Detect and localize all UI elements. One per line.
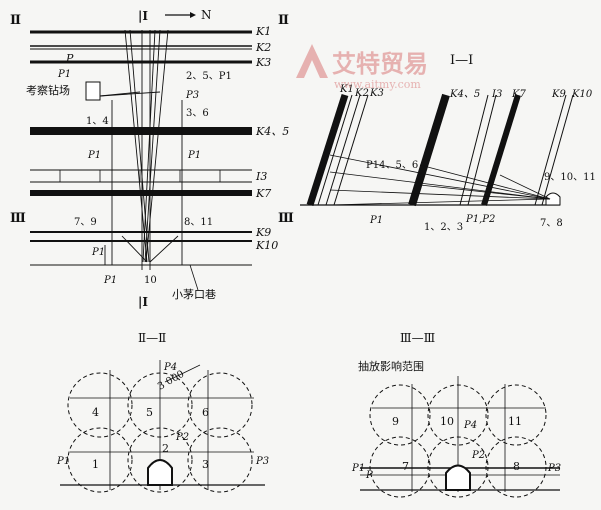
plan-boreholes (99, 29, 183, 270)
plan-label-7-9: 7、9 (74, 217, 97, 228)
section-iii-circle-10: 10 (440, 415, 454, 428)
section-i-label-p1-456: P14、5、6 (366, 160, 418, 171)
section-i: I—I K1 K2 K3 K4、5 I3 K7 (300, 53, 596, 233)
plan-label-2-5-p1: 2、5、P1 (186, 71, 232, 82)
section-ii-circles (67, 372, 253, 493)
section-i-label-p1: P1 (369, 215, 383, 226)
seam-k45-band (30, 127, 252, 135)
section-i-label-p1p2: P1,P2 (465, 214, 495, 225)
section-ii-circle-5: 5 (146, 406, 153, 419)
alley-label: 小茅口巷 (172, 288, 216, 301)
seam-k7-band (30, 190, 252, 196)
plan-seam-label-k45: K4、5 (255, 125, 289, 138)
section-i-tunnel (545, 192, 561, 206)
section-ii-circle-3: 3 (202, 458, 209, 471)
plan-label-p-top: P (65, 52, 74, 65)
section-iii-range-label: 抽放影响范围 (358, 359, 424, 373)
north-arrow-head (190, 12, 196, 18)
section-i-seam-label-k2: K2 (354, 88, 369, 99)
watermark-brand: 艾特贸易 (332, 50, 428, 78)
section-iii-p: P (365, 470, 373, 481)
plan-seam-label-k9: K9 (255, 226, 271, 239)
section-ii-circle-6: 6 (202, 406, 209, 419)
plan-label-3-6: 3、6 (186, 108, 209, 119)
plan-label-p1-right-mid: P1 (187, 150, 201, 161)
section-ii-p1: P1 (56, 456, 70, 467)
section-i-label-9-10-11: 9、10、11 (544, 172, 596, 183)
section-iii-circle-7: 7 (402, 460, 409, 473)
watermark: 艾特贸易 www.aitmy.com (296, 44, 428, 91)
plan-label-p1-left-mid: P1 (87, 150, 101, 161)
section-iii-circle-8: 8 (513, 460, 520, 473)
plan-seam-label-k2: K2 (255, 41, 271, 54)
section-i-label-7-8: 7、8 (540, 218, 563, 229)
section-iii-circle-11: 11 (508, 415, 522, 428)
section-i-seam-label-k9: K9 (551, 89, 566, 100)
section-iii-p2: P2 (471, 450, 485, 461)
section-ii-circle-1: 1 (92, 458, 99, 471)
plan-label-p1-bottom: P1 (103, 275, 117, 286)
section-ii-p4: P4 (163, 362, 177, 373)
plan-seam-label-k3: K3 (255, 56, 271, 69)
section-ii-tunnel (147, 459, 173, 486)
plan-section-mark-bottom-center: |Ⅰ (138, 295, 148, 309)
plan-section-mark-top-center: |Ⅰ (138, 9, 148, 23)
plan-seam-label-i3: I3 (255, 170, 267, 183)
drill-station (85, 81, 101, 101)
section-i-seam-label-k3: K3 (369, 88, 384, 99)
plan-view: Ⅱ Ⅱ |Ⅰ N K1 K2 K3 K4、5 I3 K7 K9 K10 (10, 8, 294, 309)
seam-i3-ticks (59, 170, 221, 182)
plan-label-p1-top: P1 (57, 69, 71, 80)
plan-seam-label-k10: K10 (255, 239, 278, 252)
plan-section-mark-top-left: Ⅱ (10, 13, 21, 28)
section-ii-p2: P2 (175, 432, 189, 443)
section-iii: Ⅲ—Ⅲ 抽放影响范围 P4 P2 P1 P P3 9 10 11 7 8 (351, 331, 561, 498)
plan-label-8-11: 8、11 (184, 217, 213, 228)
plan-seam-label-k1: K1 (255, 25, 271, 38)
north-label: N (201, 8, 212, 22)
plan-seam-label-k7: K7 (255, 187, 271, 200)
section-iii-tunnel (445, 464, 471, 491)
section-i-seam-label-k1: K1 (339, 84, 354, 95)
section-i-seams (306, 93, 574, 207)
section-i-label-123: 1、2、3 (424, 222, 463, 233)
section-i-title: I—I (450, 53, 473, 68)
station-label: 考察钻场 (26, 83, 70, 97)
section-i-boreholes (329, 154, 551, 206)
section-iii-p1: P1 (351, 463, 365, 474)
plan-label-10: 10 (144, 275, 157, 286)
plan-label-p1-low: P1 (91, 247, 105, 258)
section-iii-title: Ⅲ—Ⅲ (400, 331, 435, 345)
plan-section-mark-mid-right: Ⅲ (278, 211, 294, 226)
plan-label-p3: P3 (185, 90, 199, 101)
plan-section-mark-top-right: Ⅱ (278, 13, 289, 28)
section-ii-circle-2: 2 (162, 442, 169, 455)
section-ii-title: Ⅱ—Ⅱ (138, 331, 166, 345)
watermark-logo (296, 44, 328, 78)
section-ii: Ⅱ—Ⅱ 3 000 P4 P2 P1 P3 4 5 6 1 2 3 (56, 331, 269, 493)
alley-leader (189, 264, 199, 291)
section-ii-p3: P3 (255, 456, 269, 467)
section-i-seam-label-k45: K4、5 (449, 89, 480, 100)
section-iii-p3: P3 (547, 463, 561, 474)
plan-section-mark-mid-left: Ⅲ (10, 211, 26, 226)
section-i-seam-label-i3: I3 (491, 89, 502, 100)
section-iii-p4: P4 (463, 420, 477, 431)
plan-label-1-4: 1、4 (86, 116, 109, 127)
watermark-url: www.aitmy.com (334, 78, 421, 91)
section-iii-circle-9: 9 (392, 415, 399, 428)
section-ii-circle-4: 4 (92, 406, 99, 419)
section-i-seam-label-k7: K7 (511, 89, 526, 100)
section-i-seam-label-k10: K10 (571, 89, 593, 100)
